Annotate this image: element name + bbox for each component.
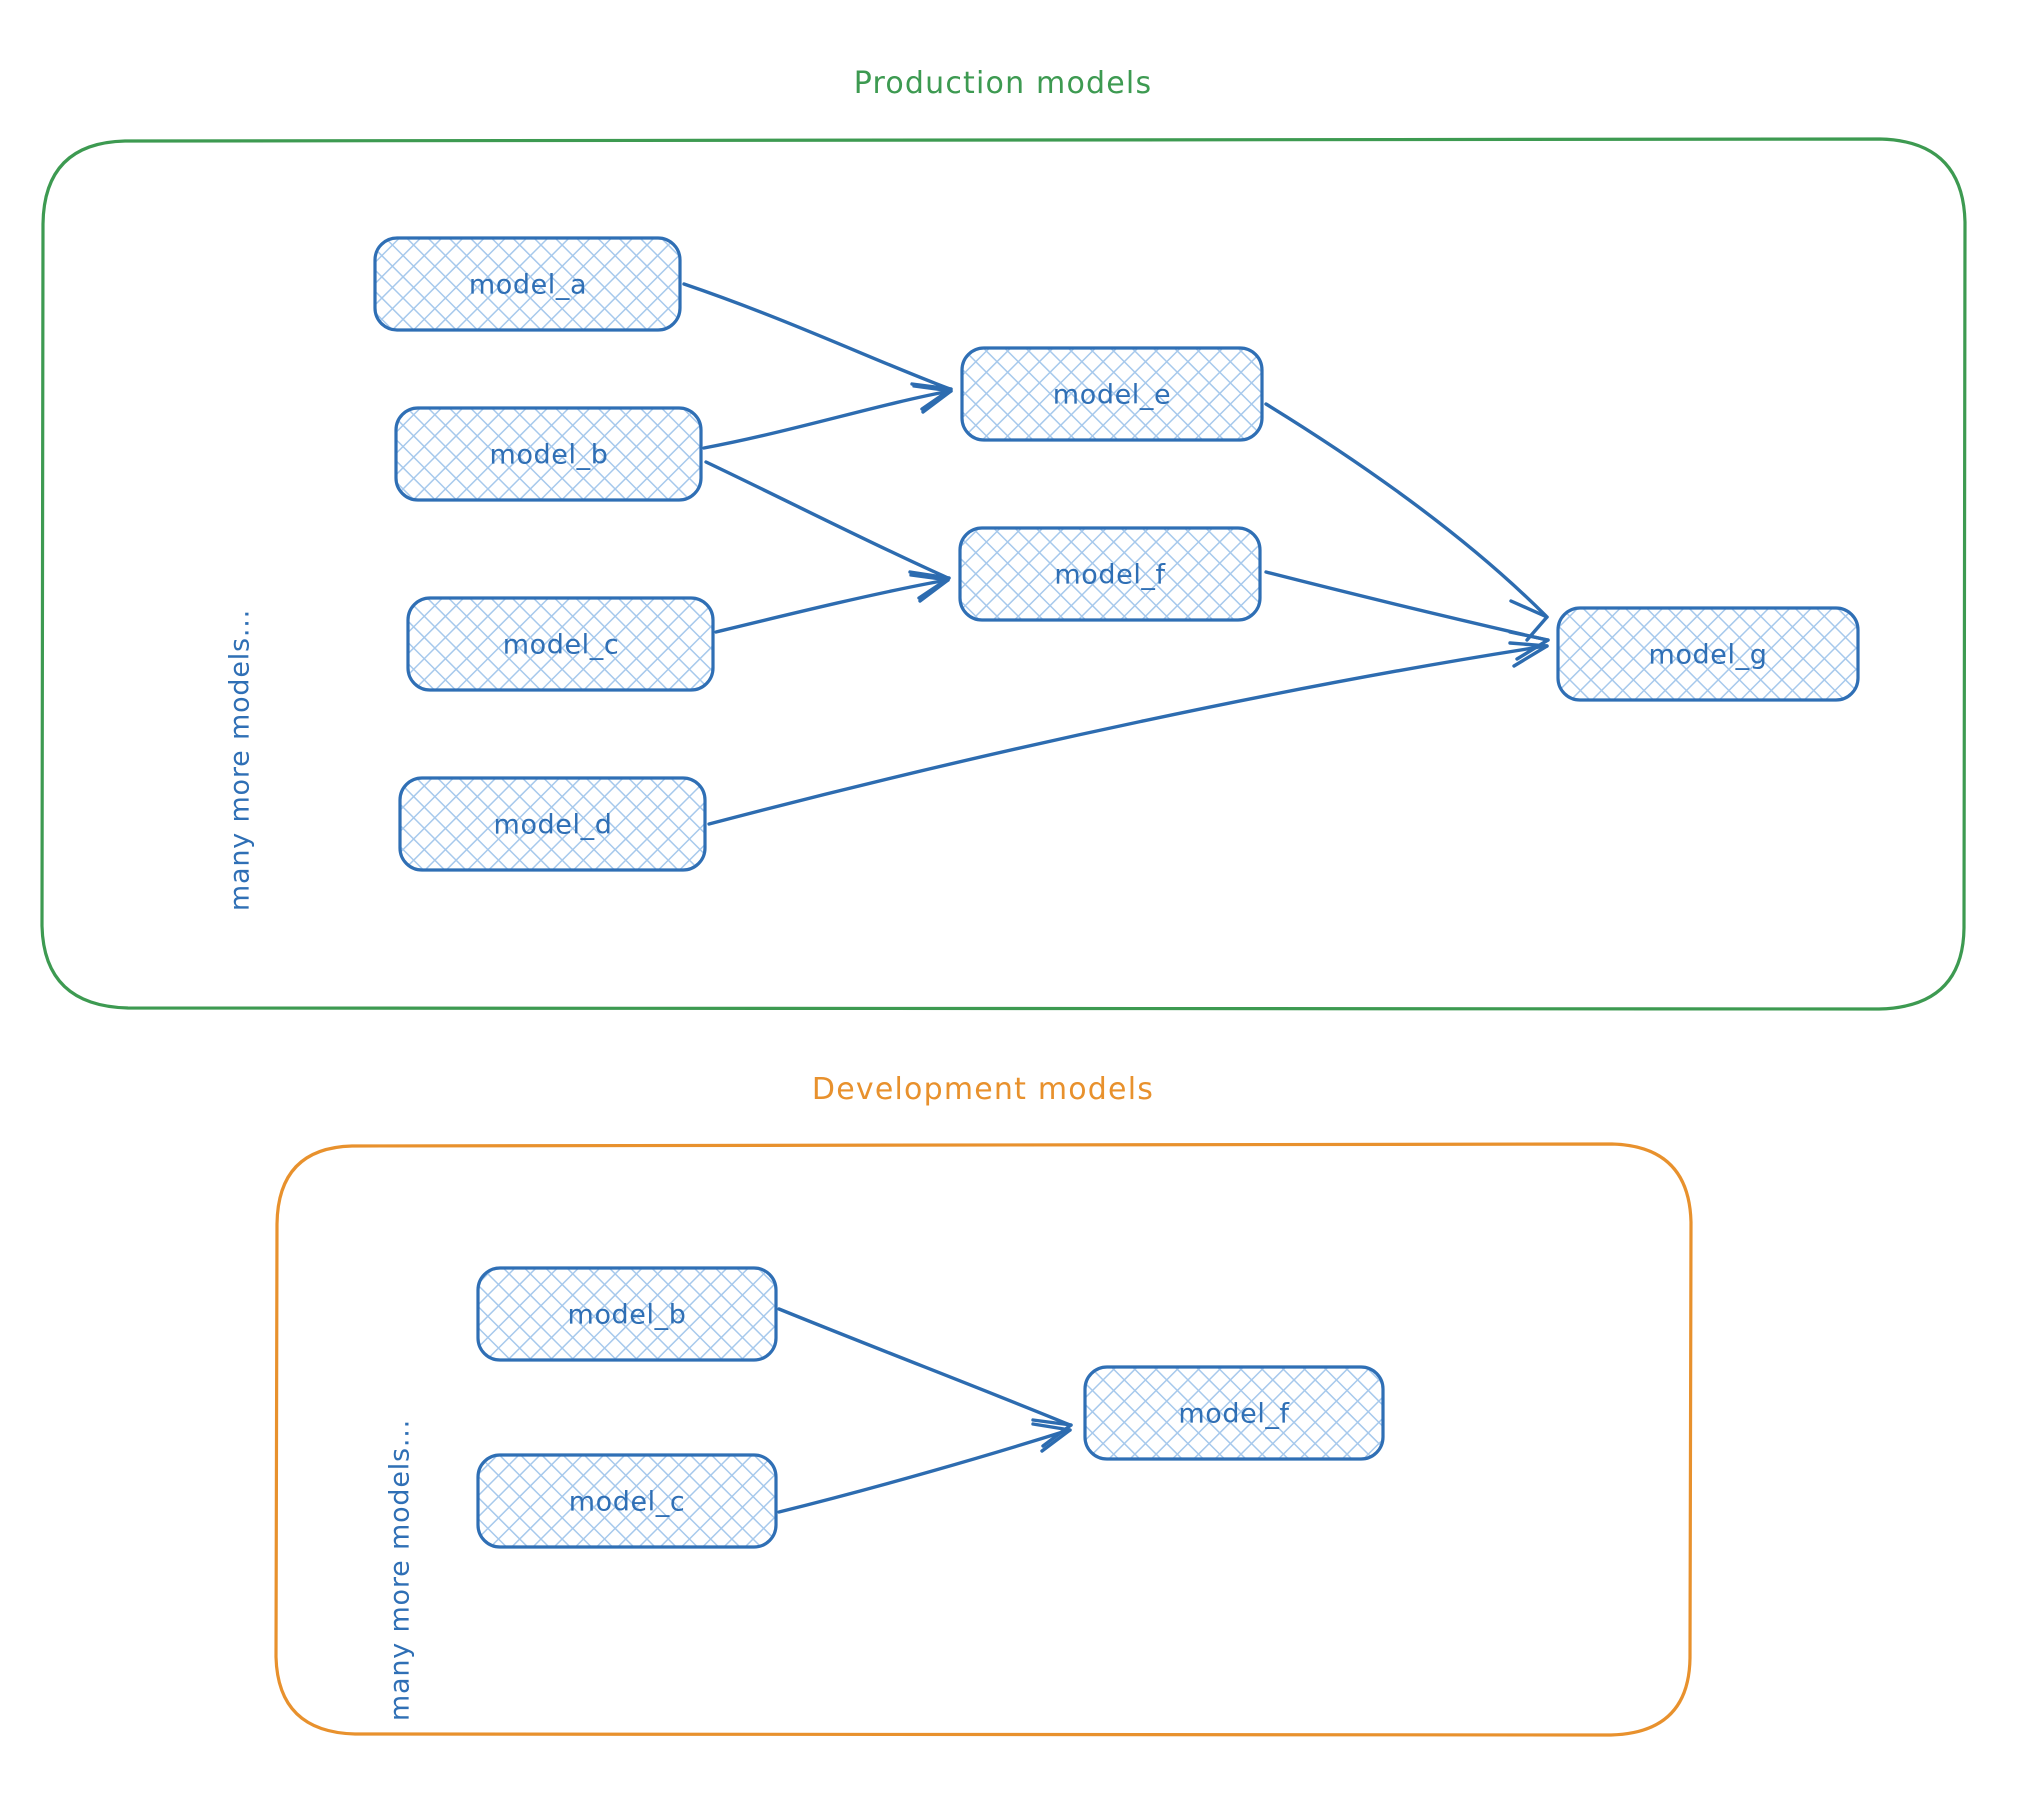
node-shape-prod-model-b: [394, 406, 703, 502]
node-shape-prod-model-f: [958, 526, 1262, 622]
edge-dev-model-c-to-model-f: [777, 1422, 1072, 1514]
development-edges: [777, 1307, 1073, 1514]
development-nodes: [476, 1266, 1385, 1549]
production-edges: [682, 282, 1550, 826]
node-shape-prod-model-g: [1556, 606, 1860, 702]
node-dev-model-b[interactable]: [478, 1268, 776, 1360]
node-dev-model-c[interactable]: [478, 1455, 776, 1547]
node-prod-model-g[interactable]: [1558, 608, 1858, 700]
production-nodes: [373, 236, 1860, 872]
edge-model-f-to-model-g: [1264, 570, 1550, 661]
edge-model-c-to-model-f: [714, 573, 950, 634]
node-prod-model-b[interactable]: [396, 408, 701, 500]
node-prod-model-f[interactable]: [960, 528, 1260, 620]
node-prod-model-e[interactable]: [962, 348, 1262, 440]
node-prod-model-a[interactable]: [375, 238, 680, 330]
node-shape-prod-model-a: [373, 236, 682, 332]
edge-dev-model-b-to-model-f: [777, 1307, 1073, 1448]
node-shape-dev-model-f: [1083, 1365, 1385, 1461]
edge-model-e-to-model-g: [1264, 402, 1549, 642]
development-group-border: [274, 1142, 1693, 1737]
development-group-title: Development models: [811, 1072, 1155, 1107]
node-shape-prod-model-e: [960, 346, 1264, 442]
edge-model-a-to-model-e: [682, 282, 953, 411]
node-shape-prod-model-d: [398, 776, 707, 872]
node-dev-model-f[interactable]: [1085, 1367, 1383, 1459]
production-group-border: [40, 137, 1967, 1011]
production-group-title: Production models: [853, 66, 1153, 101]
node-shape-dev-model-b: [476, 1266, 778, 1362]
node-prod-model-d[interactable]: [400, 778, 705, 870]
edge-model-b-to-model-e: [702, 384, 953, 450]
production-many-more-models-label: many more models...: [224, 608, 256, 912]
node-prod-model-c[interactable]: [408, 598, 713, 690]
edge-model-b-to-model-f: [704, 460, 951, 600]
edge-model-d-to-model-g: [707, 641, 1549, 826]
development-many-more-models-label: many more models...: [384, 1418, 416, 1722]
node-shape-prod-model-c: [406, 596, 715, 692]
node-shape-dev-model-c: [476, 1453, 778, 1549]
